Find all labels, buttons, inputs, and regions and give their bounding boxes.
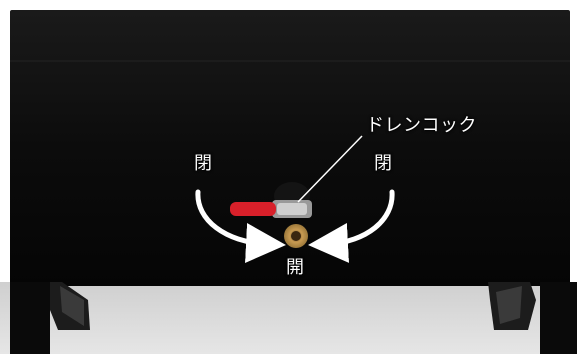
drain-cock-label: ドレンコック [366,115,477,136]
drain-valve [230,182,312,248]
closed-label-left: 閉 [194,153,212,174]
left-dark-edge [10,282,50,354]
open-label: 開 [286,257,304,278]
valve-handle [230,202,276,216]
closed-label-right: 閉 [374,153,392,174]
drain-leader-line [297,135,363,203]
curved-arrow-clockwise-icon [195,189,286,263]
tank-body [10,10,570,286]
tank-foot-right [488,282,536,330]
tank-sheen [10,60,570,62]
right-dark-edge [540,282,577,354]
floor [0,282,577,354]
tank-foot-left [46,282,90,330]
curved-arrow-counterclockwise-icon [308,189,395,263]
